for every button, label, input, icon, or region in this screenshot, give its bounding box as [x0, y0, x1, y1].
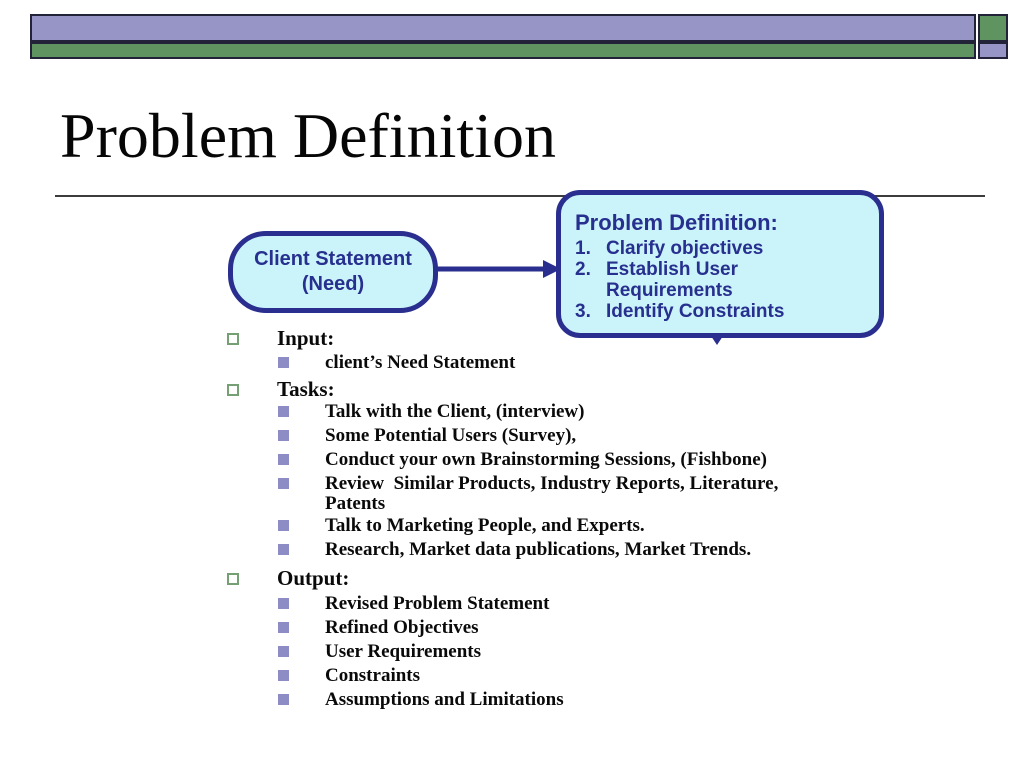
title-underline — [55, 195, 985, 197]
filled-square-bullet-icon — [278, 646, 289, 657]
list-item-text: User Requirements — [325, 641, 482, 662]
client-statement-label-line1: Client Statement — [254, 248, 412, 270]
section-label: Output: — [277, 566, 350, 590]
pd-node-heading: Problem Definition: — [575, 210, 778, 235]
filled-square-bullet-icon — [278, 406, 289, 417]
filled-square-bullet-icon — [278, 357, 289, 368]
pd-step-number: 3. — [575, 301, 591, 322]
pd-step-number: 2. — [575, 259, 591, 280]
pd-step-number: 1. — [575, 238, 591, 259]
header-bar-purple-endcap — [978, 42, 1008, 59]
pd-step-label: Clarify objectives — [606, 238, 764, 259]
list-item-text: client’s Need Statement — [325, 352, 516, 373]
page-title: Problem Definition — [60, 100, 556, 171]
pd-step-label: Establish User Requirements — [606, 259, 738, 301]
client-statement-node: Client Statement (Need) — [228, 231, 438, 313]
list-item-text: Talk with the Client, (interview) — [325, 401, 585, 422]
list-item-text: Assumptions and Limitations — [325, 689, 564, 710]
list-item-text: Research, Market data publications, Mark… — [325, 539, 752, 560]
header-bar-green-endcap — [978, 14, 1008, 42]
filled-square-bullet-icon — [278, 598, 289, 609]
filled-square-bullet-icon — [278, 478, 289, 489]
filled-square-bullet-icon — [278, 622, 289, 633]
pd-step: 1. Clarify objectives — [575, 238, 865, 259]
filled-square-bullet-icon — [278, 430, 289, 441]
section-label: Input: — [277, 326, 335, 350]
pd-step-label: Identify Constraints — [606, 301, 785, 322]
pd-step: 3. Identify Constraints — [575, 301, 865, 322]
hollow-square-bullet-icon — [227, 333, 239, 345]
list-item-text: Constraints — [325, 665, 421, 686]
list-item-text: Revised Problem Statement — [325, 593, 550, 614]
list-item-text: Refined Objectives — [325, 617, 479, 638]
flow-arrow — [433, 260, 561, 278]
filled-square-bullet-icon — [278, 670, 289, 681]
client-statement-label-line2: (Need) — [301, 273, 365, 295]
filled-square-bullet-icon — [278, 694, 289, 705]
header-bar-purple — [30, 14, 976, 42]
list-item-text: Conduct your own Brainstorming Sessions,… — [325, 449, 768, 470]
list-item-text: Some Potential Users (Survey), — [325, 425, 577, 446]
list-item-text: Talk to Marketing People, and Experts. — [325, 515, 645, 536]
header-bar-green — [30, 42, 976, 59]
filled-square-bullet-icon — [278, 520, 289, 531]
pd-step: 2. Establish User Requirements — [575, 259, 865, 301]
list-item-text: Review Similar Products, Industry Report… — [325, 473, 784, 514]
filled-square-bullet-icon — [278, 544, 289, 555]
hollow-square-bullet-icon — [227, 384, 239, 396]
hollow-square-bullet-icon — [227, 573, 239, 585]
pd-box-down-arrow-stub — [711, 336, 723, 345]
section-label: Tasks: — [277, 377, 335, 401]
filled-square-bullet-icon — [278, 454, 289, 465]
problem-definition-node: Problem Definition: 1. Clarify objective… — [556, 190, 884, 338]
